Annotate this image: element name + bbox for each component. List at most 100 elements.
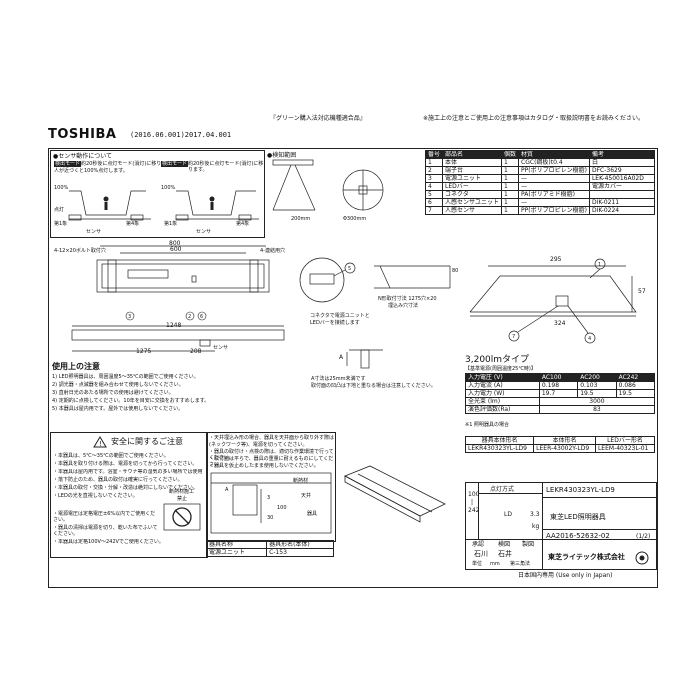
cell: 本体 xyxy=(442,158,503,167)
prohibit-label-2: 禁止 xyxy=(177,496,188,502)
usage-notes-title: 使用上の注意 xyxy=(52,362,100,371)
cell: — xyxy=(518,174,590,183)
cell: 電源ユニット xyxy=(205,548,268,557)
ceiling-svg xyxy=(374,265,451,289)
callout-3 xyxy=(125,311,135,321)
a-note-2: 取付面の凹凸は下地と重なる場合は注意してください。 xyxy=(311,383,436,389)
callout-7-text: 7 xyxy=(512,334,515,340)
cell: 19.7 xyxy=(538,389,579,398)
cell: 1 xyxy=(501,190,520,199)
table-row: 器具名称器具形名(本体) xyxy=(205,540,334,549)
parts-th: 個数 xyxy=(501,150,520,159)
callout-6-text: 6 xyxy=(200,314,203,320)
product-name: 東芝LED照明器具 xyxy=(550,513,606,521)
cell: 1 xyxy=(424,158,444,167)
spec-header: 入力電圧 (V) AC100 AC200 AC242 xyxy=(465,373,656,382)
cell: 人感センサ xyxy=(442,206,503,215)
safety-panel: ! 安全に関するご注意 ・本器具は、5℃〜35℃の範囲でご使用ください。 ・本器… xyxy=(50,432,208,558)
volt-242: 242 xyxy=(468,507,480,514)
hole-note: 4-連結用穴 xyxy=(260,248,285,254)
safety-line: ・本器具は屋内用です。浴室・サウナ等の湿気の多い場所では使用しないでください。 xyxy=(53,469,203,475)
spec-sub: 【基準電源(周囲温度25℃時)】 xyxy=(465,366,536,372)
cell: 5 xyxy=(424,190,444,199)
install-dim-30: 30 xyxy=(267,515,274,521)
install-dim-100: 100 xyxy=(277,505,287,511)
install-dim-a: A xyxy=(225,487,229,493)
ceiling-note-2: 埋込み穴寸法 xyxy=(388,303,419,309)
dim-600: 600 xyxy=(170,246,182,253)
table-row: 器具本体形名 本体形名 LEDバー形名 xyxy=(464,436,656,445)
mode2-text: 約20秒後に点灯モード(消灯)に移ります。 xyxy=(188,161,264,173)
cell: 1 xyxy=(501,198,520,207)
a-dim-detail: A A寸法は25mm未満です 取付面の凹凸は下地と重なる場合は注意してください。 xyxy=(305,340,436,400)
level-100b: 100% xyxy=(161,185,176,191)
dim-57: 57 xyxy=(638,288,646,295)
cell: LEKR430323YL-LD9 xyxy=(464,444,535,453)
prohibit-label: 断熱材施工 xyxy=(169,489,195,495)
dim-1248: 1248 xyxy=(166,322,182,329)
safety-title: 安全に関するご注意 xyxy=(111,437,183,446)
detect-r2: Φ300mm xyxy=(343,216,367,222)
install-line: ・天井埋込み形の場合、器具を天井面から取り外す際は xyxy=(209,435,335,441)
spec-th: 入力電圧 (V) xyxy=(465,373,540,382)
rule xyxy=(542,497,656,498)
install-dim-3: 3 xyxy=(267,495,271,501)
usage-line: 5) 本器具は屋内用です。屋外では使用しないでください。 xyxy=(52,406,184,412)
cell: 電源ユニット xyxy=(442,174,503,183)
detect-r1: 200mm xyxy=(291,216,311,222)
cell: 2 xyxy=(424,166,444,175)
area-1: 第1象 xyxy=(54,221,68,227)
connector-svg: 5 xyxy=(299,257,356,303)
safety-line: ・本器具は定格100V〜242Vでご使用ください。 xyxy=(53,539,164,545)
ceiling-detail: N形取付寸法 1275穴×20 埋込み穴寸法 80 xyxy=(370,262,460,322)
sensor-label-drawing: センサ xyxy=(213,345,229,351)
draw-label: 製図 xyxy=(522,541,535,548)
callout-5-text: 5 xyxy=(348,266,351,272)
model-name: LEKR430323YL-LD9 xyxy=(546,486,615,494)
cell: 器具形名(本体) xyxy=(266,540,334,549)
ceiling-note: N形取付寸法 1275穴×20 xyxy=(378,296,437,302)
green-note: 『グリーン購入法対応機種適合品』 xyxy=(270,115,366,122)
cell: 器具本体形名 xyxy=(464,436,535,445)
cell: 7 xyxy=(424,206,444,215)
check-label: 検図 xyxy=(498,541,511,548)
cell: 本体形名 xyxy=(533,436,596,445)
usage-line: 2) 調光器・点滅器を組み合わせて使用しないでください。 xyxy=(52,382,184,388)
mode1-text2: 人が近づくと100%点灯します。 xyxy=(54,168,128,174)
title-block: 100 | 242 点灯方式 LD 3.3 kg LEKR430323YL-LD… xyxy=(465,482,657,570)
install-fixture-1: 天井 xyxy=(301,493,312,499)
cell xyxy=(588,190,656,199)
parts-th: 備考 xyxy=(588,150,656,159)
mode1-tag: 検出モード xyxy=(54,161,82,167)
cell: 入力電流 (A) xyxy=(465,381,540,390)
cell: PP(ポリプロピレン樹脂) xyxy=(518,166,590,175)
safety-line: ・LEDの光を直視しないでください。 xyxy=(53,493,138,499)
table-row: LEKR430323YL-LD9 LEER-43002Y-LD9 LEEM-40… xyxy=(464,444,656,453)
cell: 3000 xyxy=(538,397,656,406)
approve-label: 承認 xyxy=(472,541,485,548)
dim-208: 208 xyxy=(190,348,202,355)
cell: LEDバー形名 xyxy=(594,436,656,445)
callout-6 xyxy=(197,311,207,321)
install-fixture-0: 断熱材 xyxy=(293,478,309,484)
dim-800: 800 xyxy=(169,240,181,247)
area-4b: 第4象 xyxy=(236,221,250,227)
sensor-panel-title: ●センサ動作について xyxy=(53,153,113,160)
brand-logo: TOSHIBA xyxy=(48,127,117,142)
bolt-note: 4-12×20ボルト取付穴 xyxy=(54,248,106,254)
safety-line: ・器具の清掃は電源を切り、乾いた布でふいてください。 xyxy=(53,525,158,537)
approver: 石川 xyxy=(474,550,488,558)
mode1-text1: 約20秒後に点灯モード(消灯)に移ります。 xyxy=(81,161,176,167)
usage-line: 4) 定期的に点検してください。10年を目安に交換をおすすめします。 xyxy=(52,398,210,404)
a-dim-svg xyxy=(346,349,383,369)
rule xyxy=(542,529,656,530)
install-line: ・器具を仮止めしたまま使用しないでください。 xyxy=(209,463,319,469)
safety-line: ・本器具は、5℃〜35℃の範囲でご使用ください。 xyxy=(53,453,169,459)
cell: 4 xyxy=(424,182,444,191)
